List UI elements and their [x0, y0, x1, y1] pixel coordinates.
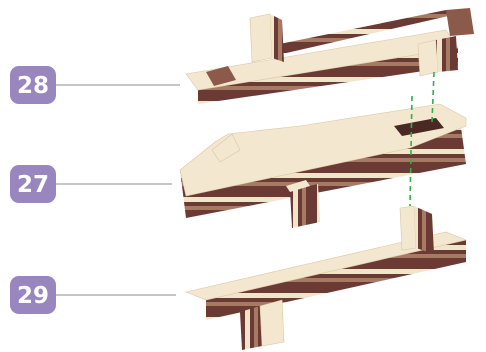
- part-label-27: 27: [17, 172, 49, 198]
- part-27-piece: [180, 104, 466, 228]
- leader-lines: [56, 85, 180, 295]
- part-label-29: 29: [17, 283, 49, 309]
- part-badge-27: 27: [10, 165, 56, 203]
- part-badge-28: 28: [10, 66, 56, 104]
- part-28-piece: [186, 8, 474, 104]
- part-label-28: 28: [17, 73, 49, 99]
- part-29-piece: [186, 206, 466, 350]
- part-badge-29: 29: [10, 276, 56, 314]
